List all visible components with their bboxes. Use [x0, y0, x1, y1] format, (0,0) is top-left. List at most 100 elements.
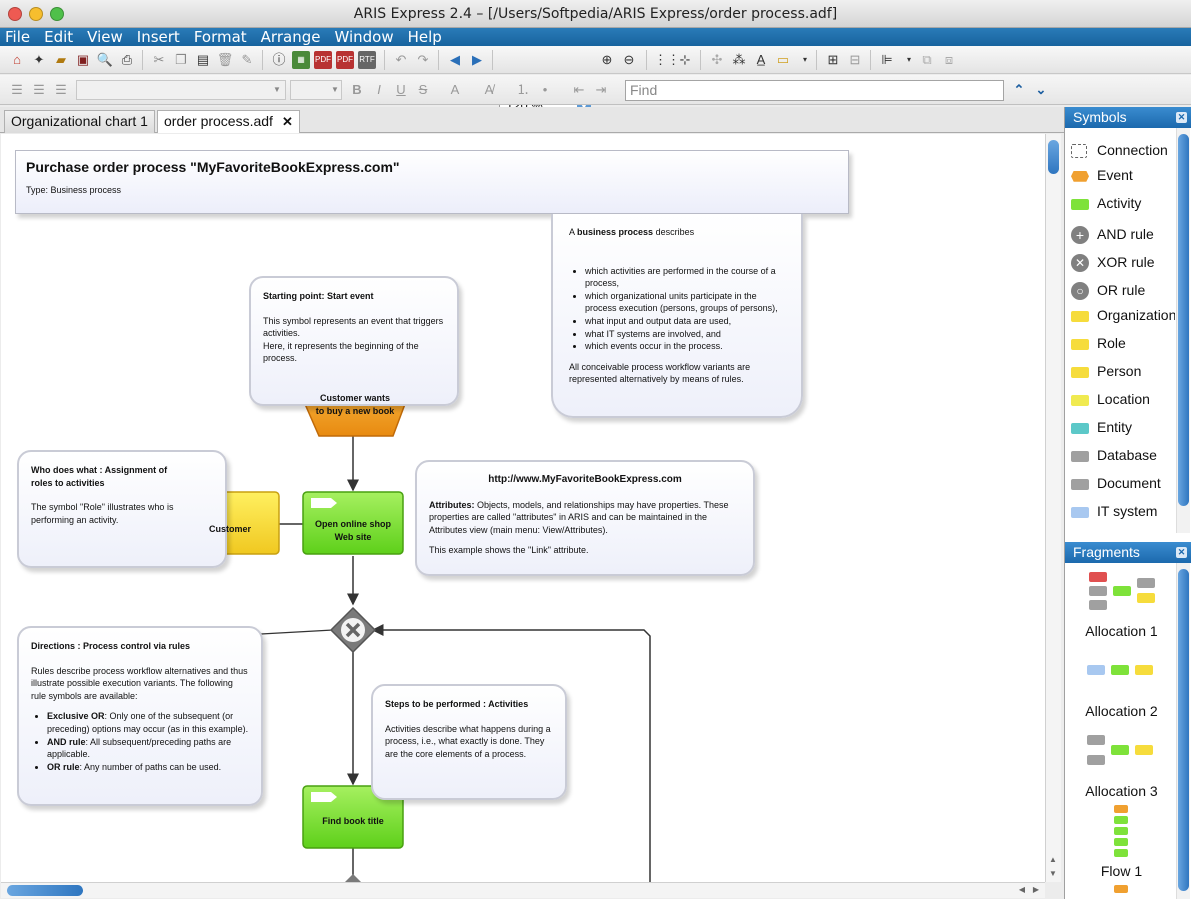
- clear-format-icon[interactable]: A̸: [484, 82, 494, 97]
- menu-insert[interactable]: Insert: [136, 28, 180, 46]
- size-dropdown-icon[interactable]: ▼: [331, 85, 339, 94]
- strikethrough-icon[interactable]: S: [418, 82, 428, 97]
- directions-note[interactable]: Directions : Process control via rules R…: [17, 626, 263, 806]
- symbol-role[interactable]: Role: [1071, 331, 1175, 355]
- menu-window[interactable]: Window: [334, 28, 394, 46]
- canvas-horizontal-scrollbar[interactable]: ◀ ▶: [1, 882, 1045, 898]
- symbol-location[interactable]: Location: [1071, 387, 1175, 411]
- print-preview-icon[interactable]: 🔍: [96, 52, 114, 67]
- symbol-database[interactable]: Database: [1071, 443, 1175, 467]
- export-rtf-icon[interactable]: RTF: [358, 51, 376, 69]
- symbol-person[interactable]: Person: [1071, 359, 1175, 383]
- find-previous-icon[interactable]: ⌃: [1013, 82, 1025, 97]
- info-icon[interactable]: ⓘ: [272, 52, 286, 67]
- indent-icon[interactable]: ⇥: [595, 82, 607, 97]
- menu-arrange[interactable]: Arrange: [260, 28, 321, 46]
- italic-icon[interactable]: I: [377, 82, 381, 97]
- outdent-icon[interactable]: ⇤: [573, 82, 585, 97]
- close-panel-icon[interactable]: ✕: [1176, 112, 1187, 123]
- vertical-scroll-thumb[interactable]: [1048, 140, 1059, 174]
- select-all-icon[interactable]: ⊹: [679, 52, 691, 67]
- group-icon[interactable]: ⊞: [827, 52, 839, 67]
- copy-icon[interactable]: ❐: [175, 52, 187, 67]
- undo-icon[interactable]: ↶: [395, 52, 407, 67]
- back-arrow-icon[interactable]: ◀: [450, 52, 460, 67]
- align-left-icon[interactable]: ☰: [11, 82, 23, 97]
- find-next-icon[interactable]: ⌄: [1035, 82, 1047, 97]
- bring-front-icon[interactable]: ⧉: [922, 52, 932, 67]
- symbol-event[interactable]: Event: [1071, 163, 1175, 187]
- fill-dropdown-icon[interactable]: ▾: [802, 55, 807, 64]
- zoom-out-icon[interactable]: ⊖: [623, 52, 635, 67]
- forward-arrow-icon[interactable]: ▶: [472, 52, 482, 67]
- symbol-xor-rule[interactable]: ✕XOR rule: [1071, 250, 1175, 274]
- export-pdf2-icon[interactable]: PDF: [336, 51, 354, 69]
- open-folder-icon[interactable]: ▰: [56, 52, 66, 67]
- zoom-window-button[interactable]: [50, 7, 64, 21]
- new-icon[interactable]: ✦: [33, 52, 45, 67]
- menu-format[interactable]: Format: [193, 28, 247, 46]
- horizontal-scroll-thumb[interactable]: [7, 885, 83, 896]
- home-icon[interactable]: ⌂: [13, 52, 21, 67]
- text-style-icon[interactable]: A̲: [756, 52, 766, 67]
- bullet-list-icon[interactable]: •: [542, 82, 548, 97]
- redo-icon[interactable]: ↷: [417, 52, 429, 67]
- menu-file[interactable]: File: [5, 28, 31, 46]
- symbol-organization[interactable]: Organization: [1071, 303, 1175, 327]
- font-size-select[interactable]: [290, 80, 342, 100]
- symbols-scrollbar[interactable]: [1176, 128, 1190, 533]
- export-image-icon[interactable]: ▦: [292, 51, 310, 69]
- arrange-dropdown-icon[interactable]: ▾: [906, 55, 911, 64]
- steps-note[interactable]: Steps to be performed : Activities Activ…: [371, 684, 567, 800]
- send-back-icon[interactable]: ⧈: [944, 52, 954, 67]
- save-icon[interactable]: ▣: [76, 52, 90, 67]
- fragments-scrollbar[interactable]: [1176, 563, 1190, 899]
- activity2-label[interactable]: Find book title: [322, 816, 384, 826]
- align-center-icon[interactable]: ☰: [33, 82, 45, 97]
- numbered-list-icon[interactable]: ⒈: [516, 82, 530, 97]
- tab-organizational-chart[interactable]: Organizational chart 1: [4, 110, 155, 133]
- who-does-what-note[interactable]: Who does what : Assignment of roles to a…: [17, 450, 227, 568]
- close-tab-icon[interactable]: ✕: [281, 114, 293, 129]
- canvas-vertical-scrollbar[interactable]: ▲ ▼: [1045, 134, 1061, 882]
- symbol-or-rule[interactable]: ○OR rule: [1071, 278, 1175, 302]
- font-color-icon[interactable]: A: [450, 82, 460, 97]
- diagram-header-box[interactable]: Purchase order process "MyFavoriteBookEx…: [15, 150, 849, 214]
- symbol-document[interactable]: Document: [1071, 471, 1175, 495]
- menu-help[interactable]: Help: [407, 28, 442, 46]
- print-icon[interactable]: ⎙: [121, 52, 133, 67]
- symbol-and-rule[interactable]: +AND rule: [1071, 222, 1175, 246]
- menu-view[interactable]: View: [87, 28, 123, 46]
- cut-icon[interactable]: ✂: [153, 52, 165, 67]
- business-process-note[interactable]: A business process describes which activ…: [551, 214, 803, 418]
- link-url[interactable]: http://www.MyFavoriteBookExpress.com: [488, 474, 682, 485]
- delete-icon[interactable]: 🗑: [216, 52, 234, 67]
- event-label[interactable]: Customer wants to buy a new book: [315, 393, 395, 416]
- start-event-note[interactable]: Starting point: Start event This symbol …: [249, 276, 459, 406]
- menu-edit[interactable]: Edit: [44, 28, 74, 46]
- diagram-canvas[interactable]: Purchase order process "MyFavoriteBookEx…: [1, 134, 1045, 882]
- find-input[interactable]: Find: [625, 80, 1004, 101]
- align-icon[interactable]: ✣: [711, 52, 723, 67]
- symbol-activity[interactable]: Activity: [1071, 191, 1175, 215]
- close-fragments-icon[interactable]: ✕: [1176, 547, 1187, 558]
- underline-icon[interactable]: U: [396, 82, 406, 97]
- close-window-button[interactable]: [8, 7, 22, 21]
- paste-icon[interactable]: ▤: [196, 52, 210, 67]
- minimize-window-button[interactable]: [29, 7, 43, 21]
- font-dropdown-icon[interactable]: ▼: [273, 85, 281, 94]
- fill-color-icon[interactable]: ▭: [776, 52, 790, 67]
- ungroup-icon[interactable]: ⊟: [849, 52, 861, 67]
- format-painter-icon[interactable]: ✎: [241, 52, 253, 67]
- grid-icon[interactable]: ⋮⋮: [654, 52, 680, 67]
- symbol-connection[interactable]: Connection: [1071, 138, 1175, 162]
- symbol-it-system[interactable]: IT system: [1071, 499, 1175, 523]
- activity1-label[interactable]: Open online shop Web site: [315, 519, 391, 542]
- align-right-icon[interactable]: ☰: [55, 82, 67, 97]
- symbol-entity[interactable]: Entity: [1071, 415, 1175, 439]
- tab-order-process[interactable]: order process.adf✕: [157, 110, 300, 133]
- distribute-icon[interactable]: ⁂: [732, 52, 746, 67]
- role-label[interactable]: Customer: [208, 524, 251, 534]
- zoom-in-icon[interactable]: ⊕: [601, 52, 613, 67]
- link-attribute-note[interactable]: http://www.MyFavoriteBookExpress.com Att…: [415, 460, 755, 576]
